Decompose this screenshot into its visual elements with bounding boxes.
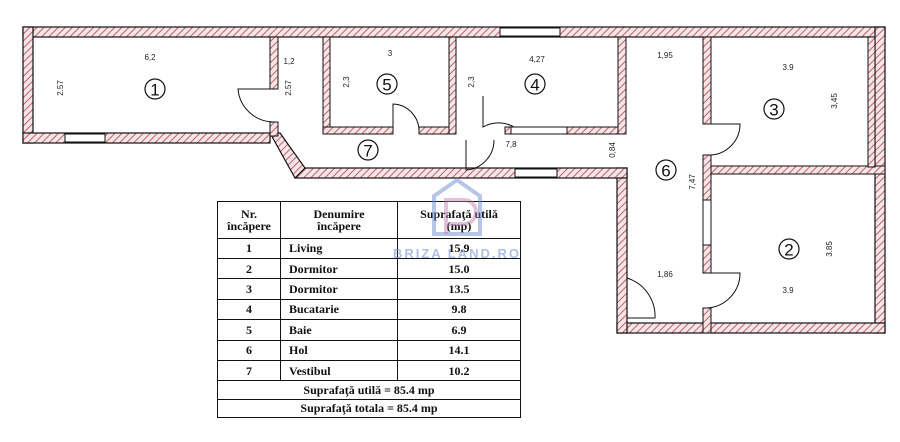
room-name-cell: Dormitor: [280, 257, 398, 280]
table-row: 1 Living 15.9: [217, 237, 521, 259]
dim-room5-height: 2,3: [342, 76, 351, 88]
room-number-cell: 3: [217, 278, 281, 300]
room-number-1: 1: [150, 81, 159, 100]
room-number-4: 4: [530, 76, 539, 95]
dim-room1-height: 2.57: [56, 80, 65, 96]
room-number-cell: 2: [217, 257, 281, 280]
table-row: 6 Hol 14.1: [217, 339, 521, 361]
dim-vestibule-width: 0,84: [608, 142, 617, 158]
room-name-cell: Living: [280, 237, 398, 259]
total-useful-area: Suprafaţă utilă = 85.4 mp: [217, 380, 521, 400]
room-area-cell: 9.8: [397, 298, 521, 321]
doors: [237, 88, 741, 319]
room-name-cell: Baie: [280, 319, 398, 341]
table-row: 5 Baie 6.9: [217, 319, 521, 341]
dim-hall-end-width: 1,86: [657, 270, 673, 279]
room-number-cell: 1: [217, 237, 281, 259]
room-area-cell: 15.0: [397, 257, 521, 280]
room-number-cell: 4: [217, 298, 281, 321]
dim-room5-width: 3: [388, 49, 393, 58]
room-area-cell: 15.9: [397, 237, 521, 259]
exterior-walls: [22, 26, 886, 334]
dim-passage-height: 2.57: [284, 80, 293, 96]
room-number-6: 6: [661, 162, 670, 181]
dim-vestibule-length: 7,8: [505, 140, 517, 149]
room-area-cell: 13.5: [397, 278, 521, 300]
room-number-5: 5: [382, 76, 391, 95]
room-number-cell: 5: [217, 319, 281, 341]
room-name-cell: Bucatarie: [280, 298, 398, 321]
total-overall-area: Suprafaţă totala = 85.4 mp: [217, 398, 521, 419]
dim-room4-width: 4,27: [529, 55, 545, 64]
table-row: 7 Vestibul 10.2: [217, 359, 521, 382]
dim-room3-height: 3,45: [830, 93, 839, 109]
table-row: 3 Dormitor 13.5: [217, 278, 521, 300]
room-area-cell: 6.9: [397, 319, 521, 341]
header-room-name: Denumire încăpere: [280, 201, 398, 239]
header-useful-area: Suprafaţă utilă (mp): [397, 201, 521, 239]
table-row: 4 Bucatarie 9.8: [217, 298, 521, 321]
table-row: 2 Dormitor 15.0: [217, 257, 521, 280]
room-area-cell: 14.1: [397, 339, 521, 361]
dim-room2-height: 3.85: [825, 241, 834, 257]
room-area-cell: 10.2: [397, 359, 521, 382]
room-number-3: 3: [769, 101, 778, 120]
dim-hall-width: 1,95: [657, 51, 673, 60]
room-number-cell: 7: [217, 359, 281, 382]
windows: [64, 27, 712, 246]
dim-room3-width: 3.9: [782, 63, 794, 72]
room-name-cell: Vestibul: [280, 359, 398, 382]
dim-room1-width: 6,2: [144, 53, 156, 62]
room-number-cell: 6: [217, 339, 281, 361]
dimension-labels: 6,2 2.57 1,2 2.57 3 2,3 4,27 2,3 1,95 3.…: [56, 49, 839, 295]
room-number-7: 7: [363, 142, 372, 161]
dim-room2-width: 3.9: [782, 286, 794, 295]
room-area-table: Nr. încăpere Denumire încăpere Suprafaţă…: [217, 201, 521, 419]
room-name-cell: Dormitor: [280, 278, 398, 300]
room-number-2: 2: [784, 241, 793, 260]
dim-room4-height: 2,3: [467, 76, 476, 88]
room-numbers: 1 5 4 3 7 6 2: [150, 76, 793, 260]
header-room-number: Nr. încăpere: [217, 201, 281, 239]
dim-hall-length: 7,47: [688, 174, 697, 190]
room-number-circles: [144, 73, 800, 260]
room-name-cell: Hol: [280, 339, 398, 361]
dim-passage-width: 1,2: [283, 57, 295, 66]
